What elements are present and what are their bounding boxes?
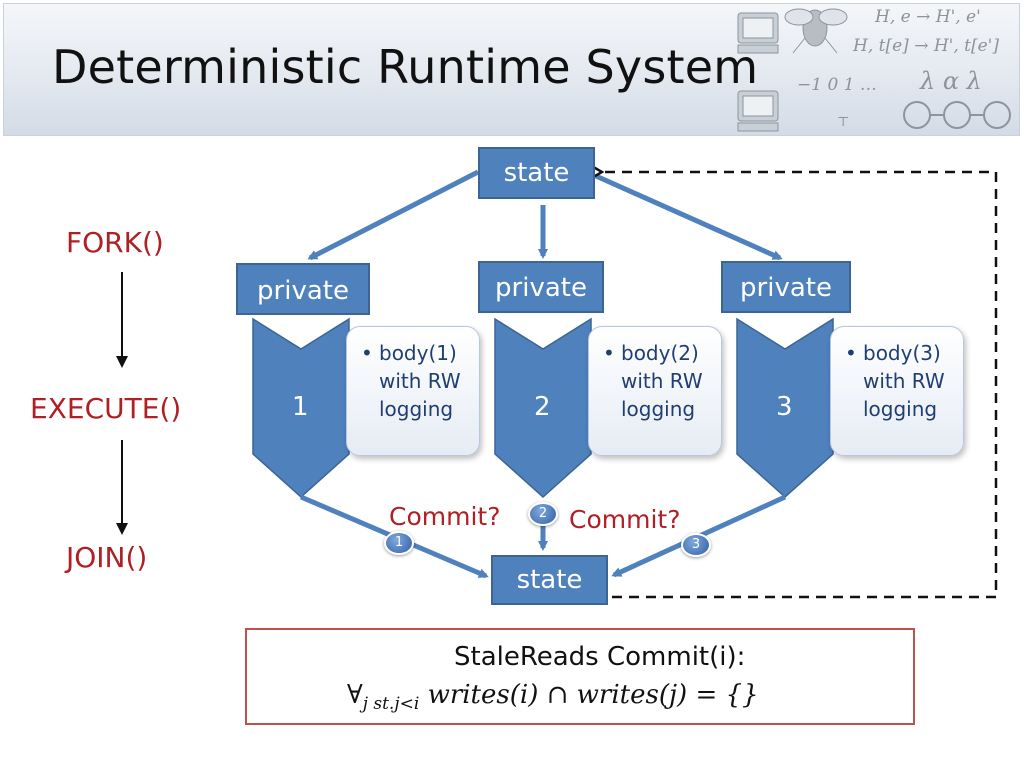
body-line: with RW [621, 369, 703, 393]
bullet: • [361, 341, 373, 365]
title-banner [3, 3, 1020, 136]
feedback-loop-arrow [602, 172, 998, 599]
deco-formula-2: H, t[e] → H', t[e'] [853, 36, 999, 56]
deco-formula-3: −1 0 1 … [797, 75, 877, 95]
formula-expression: writes(i) ∩ writes(j) = {} [427, 680, 759, 710]
thread-chevron-1 [252, 317, 350, 499]
computer-icon [737, 90, 779, 132]
computer-icon [737, 12, 779, 54]
body-line: body(1) [379, 341, 457, 365]
deco-formula-4: ⊤ [837, 115, 850, 130]
forall-symbol: ∀ [347, 680, 363, 710]
formula-heading: StaleReads Commit(i): [454, 642, 746, 672]
stage-fork: FORK() [66, 226, 164, 259]
private-node-3: private [721, 261, 851, 313]
body-card-2: • body(2) with RW logging [588, 326, 722, 456]
formula-expression-line: ∀j st.j<i writes(i) ∩ writes(j) = {} [347, 680, 759, 714]
stale-reads-formula-box: StaleReads Commit(i): ∀j st.j<i writes(i… [245, 628, 915, 725]
thread-number-3: 3 [776, 392, 793, 422]
body-card-1: • body(1) with RW logging [346, 326, 480, 456]
bullet: • [603, 341, 615, 365]
slide-title: Deterministic Runtime System [52, 40, 759, 94]
commit-order-badge-1: 1 [384, 531, 414, 555]
commit-label-right: Commit? [569, 505, 681, 534]
thread-chevron-3 [736, 317, 834, 499]
thread-chevron-2 [494, 317, 592, 499]
body-line: with RW [379, 369, 461, 393]
fork-arrow-3 [594, 173, 783, 261]
commit-order-badge-2: 2 [528, 502, 558, 526]
stage-execute: EXECUTE() [30, 392, 182, 425]
state-node-top: state [478, 147, 595, 199]
body-line: body(3) [863, 341, 941, 365]
bullet: • [845, 341, 857, 365]
decorative-collage: H, e → H', e' H, t[e] → H', t[e'] −1 0 1… [735, 3, 1020, 136]
body-line: with RW [863, 369, 945, 393]
body-line: logging [863, 397, 938, 421]
deco-formula-5: λ α λ [920, 67, 982, 95]
state-machine-icon [903, 101, 1011, 129]
collage-graphic [737, 8, 1011, 132]
body-card-3: • body(3) with RW logging [830, 326, 964, 456]
formula-subscript: j st.j<i [362, 694, 420, 714]
body-line: logging [621, 397, 696, 421]
commit-label-left: Commit? [389, 502, 501, 531]
commit-order-badge-3: 3 [681, 533, 711, 557]
body-line: body(2) [621, 341, 699, 365]
stage-join: JOIN() [66, 541, 148, 574]
private-node-2: private [478, 261, 604, 313]
thread-number-1: 1 [292, 392, 309, 422]
thread-number-2: 2 [534, 392, 551, 422]
state-node-bottom: state [491, 555, 608, 605]
fork-arrow-1 [307, 169, 480, 261]
deco-formula-1: H, e → H', e' [875, 7, 981, 27]
fly-icon [784, 8, 848, 54]
private-node-1: private [236, 263, 370, 315]
body-line: logging [379, 397, 454, 421]
